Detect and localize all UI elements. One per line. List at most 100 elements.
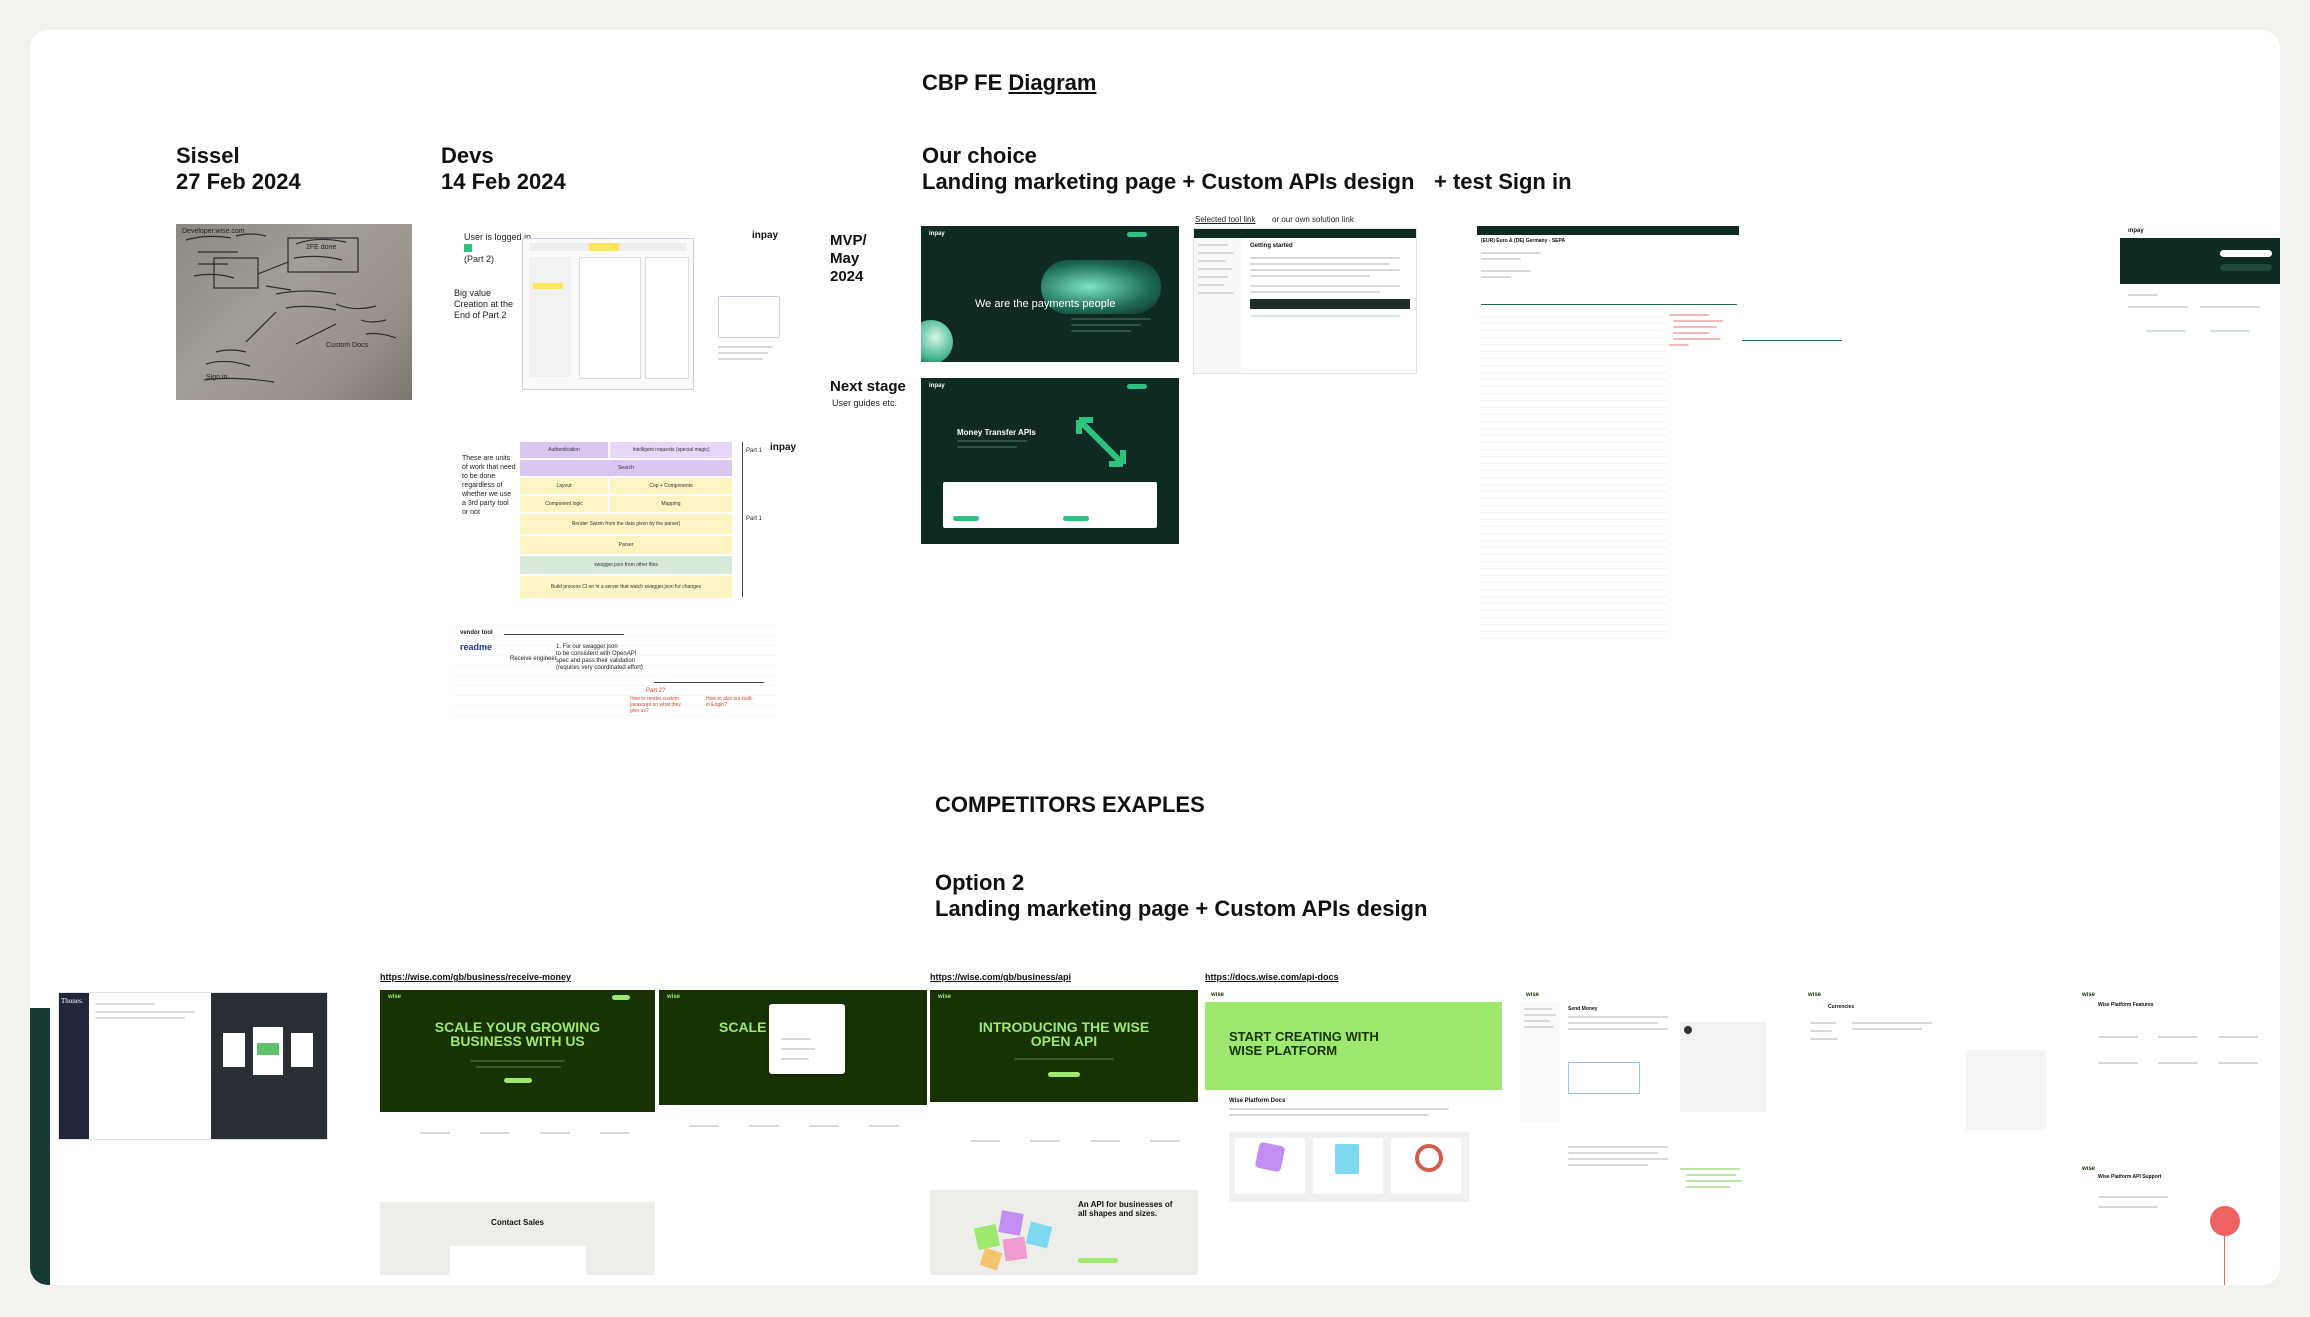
thunes-node-accent — [257, 1043, 279, 1055]
devs-name: Devs — [441, 143, 494, 168]
inpay-api-nav-button[interactable] — [1127, 384, 1147, 389]
devs-units-note: These are units of work that need to be … — [462, 455, 516, 516]
mvp-stage-label: MVP/ May 2024 — [830, 232, 867, 285]
inpay-nav-button[interactable] — [1127, 232, 1147, 237]
docs-getting-started: Getting started — [1193, 228, 1417, 374]
next-stage-label: Next stage — [830, 378, 906, 395]
wireframe-content — [579, 257, 641, 379]
wireframe-code — [645, 257, 689, 379]
url-receive-money[interactable]: https://wise.com/gb/business/receive-mon… — [380, 972, 572, 982]
wise-logo-2: wise — [667, 994, 681, 1000]
sign-in-field[interactable] — [2220, 250, 2272, 257]
docs-sidebar — [1194, 238, 1242, 373]
choice-title: Our choice — [922, 143, 1037, 168]
whiteboard-canvas: CBP FE Diagram Sissel 27 Feb 2024 Devs 1… — [30, 30, 2280, 1285]
sign-in-button[interactable] — [2220, 264, 2272, 271]
board-title-link[interactable]: Diagram — [1008, 70, 1097, 95]
stack-build-process: Build process CI on in a server that wat… — [520, 576, 732, 598]
wireframe-selected-item — [533, 283, 563, 289]
sissel-whiteboard-photo: Developer.wise.com 2FE done Custom Docs … — [176, 224, 412, 400]
thunes-sidebar: Thunes. — [59, 993, 89, 1139]
choice-header: Our choice Landing marketing page + Cust… — [922, 143, 1414, 195]
inpay-api-page: inpay Money Transfer APIs inpay — [921, 378, 1179, 544]
selected-tool-link[interactable]: Selected tool link — [1195, 215, 1256, 224]
inpay-landing-page: inpay We are the payments people — [921, 226, 1179, 362]
wise-nav-button-1[interactable] — [612, 995, 630, 1000]
inpay-api-logo: inpay — [929, 383, 945, 389]
thunes-page: Thunes. — [58, 992, 328, 1140]
inpay-hero-shape — [1041, 260, 1161, 314]
devs-brand-top: inpay — [752, 230, 779, 241]
send-money-lower-text — [1568, 1142, 1678, 1272]
wise-dropdown-menu[interactable] — [769, 1004, 845, 1074]
wise-hero-1-cta[interactable] — [504, 1078, 532, 1083]
features-card[interactable] — [1391, 1138, 1461, 1194]
devs-flow-grid: vendor tool readme Receive engineer 1. F… — [454, 616, 774, 716]
devs-brand-mid: inpay — [770, 442, 797, 453]
wise-open-api-page: wise INTRODUCING THE WISE OPEN API An AP… — [930, 990, 1198, 1275]
stack-parser: Parser — [520, 536, 732, 554]
stack-authentication: Authentication — [520, 442, 608, 458]
wise-support-page: wise Wise Platform API Support — [2078, 1166, 2280, 1285]
option2-subtitle: Landing marketing page + Custom APIs des… — [935, 896, 1428, 921]
transfer-arrows-icon — [1076, 417, 1126, 467]
send-money-code — [1680, 1162, 1766, 1272]
magnifier-icon — [1415, 1144, 1443, 1172]
wise-hero-4: START CREATING WITH WISE PLATFORM — [1205, 1002, 1502, 1090]
whiteboard-text-1: Developer.wise.com — [182, 228, 245, 235]
wise-hero-2: wise SCALE Y BUSIN — [659, 990, 927, 1105]
sissel-date: 27 Feb 2024 — [176, 169, 301, 194]
wireframe-sidebar — [529, 257, 571, 377]
devs-header: Devs 14 Feb 2024 — [441, 143, 566, 195]
thunes-logo: Thunes. — [61, 997, 84, 1005]
api-shapes-cta[interactable] — [1078, 1258, 1118, 1263]
inpay-hero-ball — [921, 320, 953, 362]
docs-heading: Getting started — [1250, 243, 1293, 249]
cursor-trail — [2224, 1236, 2225, 1285]
check-icon — [464, 244, 472, 252]
cursor-highlight — [2210, 1206, 2240, 1236]
wise-platform-docs-page: wise START CREATING WITH WISE PLATFORM W… — [1205, 992, 1507, 1277]
stack-part-label-mid: Part 1 — [746, 516, 763, 522]
document-icon — [1335, 1144, 1359, 1174]
docs-topbar — [1194, 229, 1416, 238]
left-dark-strip — [30, 1008, 50, 1285]
devs-big-value: Big value Creation at the End of Part 2 — [454, 288, 514, 320]
inpay-api-title: Money Transfer APIs — [957, 428, 1036, 437]
reference-card[interactable] — [1313, 1138, 1383, 1194]
sepa-code — [1669, 310, 1735, 430]
url-api-docs[interactable]: https://docs.wise.com/api-docs — [1205, 972, 1339, 982]
stack-components: Cop + Components — [610, 478, 732, 494]
sign-in-mock: inpay — [2120, 228, 2280, 458]
contact-sales-section: Contact Sales — [380, 1202, 655, 1275]
send-money-diagram — [1568, 1062, 1640, 1094]
competitors-title: COMPETITORS EXAPLES — [935, 792, 1205, 817]
choice-subtitle: Landing marketing page + Custom APIs des… — [922, 169, 1415, 194]
devs-user-logged: User is logged in — [464, 232, 532, 242]
contact-sales-form[interactable] — [450, 1246, 586, 1275]
stack-mapping: Mapping — [610, 496, 732, 512]
sissel-name: Sissel — [176, 143, 240, 168]
stack-part-label-top: Part 1 — [746, 448, 763, 454]
api-shapes-title: An API for businesses of all shapes and … — [1078, 1200, 1173, 1218]
inpay-api-card — [943, 482, 1157, 528]
choice-extra: + test Sign in — [1434, 169, 1572, 194]
wise-hero-3-cta[interactable] — [1048, 1072, 1080, 1077]
send-money-panel — [1680, 1022, 1766, 1112]
consistent-text: to be consistent with OpenAPI spec and p… — [556, 651, 643, 671]
wireframe-active-tab — [589, 243, 619, 251]
integration-card[interactable] — [1235, 1138, 1305, 1194]
wise-logo-8: wise — [2082, 1166, 2096, 1172]
send-money-sidebar — [1520, 1002, 1560, 1122]
devs-note-lines — [718, 342, 778, 372]
sign-in-logo: inpay — [2128, 228, 2144, 234]
wise-hero-1-text: SCALE YOUR GROWING BUSINESS WITH US — [434, 1019, 601, 1049]
render-custom-note: How to render custom javascript on what … — [630, 696, 681, 714]
features-title: Wise Platform Features — [2098, 1002, 2154, 1008]
currencies-code — [1966, 1050, 2046, 1130]
sepa-code-header — [1667, 304, 1737, 305]
sepa-table-rows — [1481, 310, 1667, 640]
url-business-api[interactable]: https://wise.com/gb/business/api — [930, 972, 1072, 982]
inpay-hero-text: We are the payments people — [975, 298, 1116, 310]
readme-logo: readme — [460, 642, 493, 652]
